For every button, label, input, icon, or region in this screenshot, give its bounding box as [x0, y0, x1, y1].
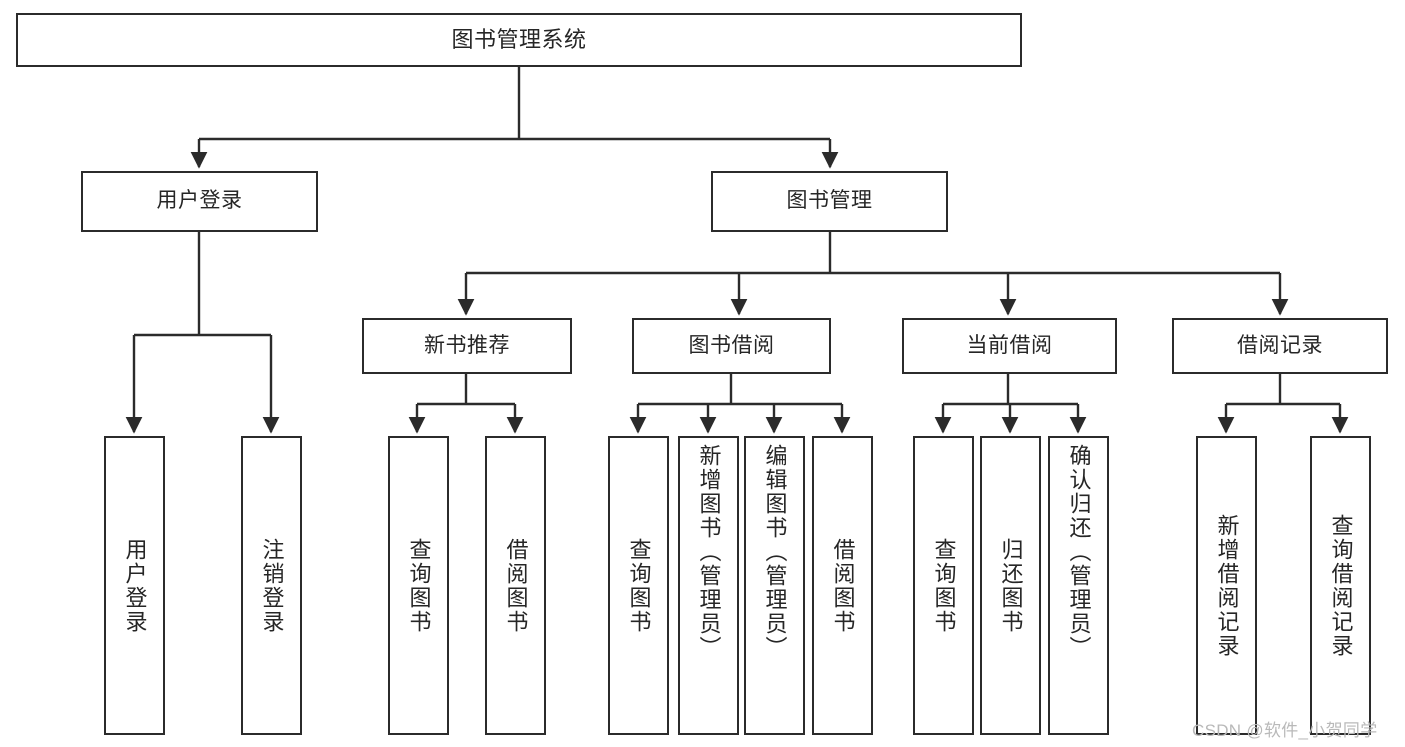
node-user-login[interactable]: 用户登录: [81, 171, 318, 232]
node-current-borrow-label: 当前借阅: [966, 333, 1053, 357]
leaf-borrow-book-2[interactable]: 借阅图书: [812, 436, 873, 735]
leaf-borrow-book-2-label: 借阅图书: [830, 537, 856, 634]
leaf-edit-book-label: 编辑图书（管理员）: [762, 444, 788, 660]
node-new-book-rec[interactable]: 新书推荐: [362, 318, 572, 374]
leaf-logout[interactable]: 注销登录: [241, 436, 302, 735]
leaf-logout-label: 注销登录: [259, 537, 285, 634]
leaf-add-record-label: 新增借阅记录: [1214, 513, 1240, 658]
node-root-label: 图书管理系统: [451, 27, 587, 53]
leaf-query-book-2[interactable]: 查询图书: [608, 436, 669, 735]
node-root[interactable]: 图书管理系统: [16, 13, 1022, 67]
leaf-query-book-1[interactable]: 查询图书: [388, 436, 449, 735]
node-book-manage-label: 图书管理: [786, 189, 873, 213]
node-book-manage[interactable]: 图书管理: [711, 171, 948, 232]
leaf-query-book-3[interactable]: 查询图书: [913, 436, 974, 735]
leaf-edit-book[interactable]: 编辑图书（管理员）: [744, 436, 805, 735]
csdn-watermark: CSDN @软件_小贺同学: [1192, 721, 1378, 740]
leaf-user-login[interactable]: 用户登录: [104, 436, 165, 735]
node-new-book-rec-label: 新书推荐: [424, 333, 510, 357]
leaf-add-record[interactable]: 新增借阅记录: [1196, 436, 1257, 735]
node-user-login-label: 用户登录: [156, 189, 243, 213]
leaf-return-book-label: 归还图书: [998, 537, 1024, 634]
leaf-add-book[interactable]: 新增图书（管理员）: [678, 436, 739, 735]
leaf-borrow-book-1-label: 借阅图书: [503, 537, 529, 634]
leaf-confirm-return[interactable]: 确认归还（管理员）: [1048, 436, 1109, 735]
node-borrow-record[interactable]: 借阅记录: [1172, 318, 1388, 374]
leaf-add-book-label: 新增图书（管理员）: [696, 444, 722, 660]
leaf-query-book-1-label: 查询图书: [406, 537, 432, 634]
leaf-return-book[interactable]: 归还图书: [980, 436, 1041, 735]
leaf-user-login-label: 用户登录: [122, 537, 148, 634]
leaf-query-record[interactable]: 查询借阅记录: [1310, 436, 1371, 735]
leaf-confirm-return-label: 确认归还（管理员）: [1066, 444, 1092, 660]
leaf-query-book-3-label: 查询图书: [931, 537, 957, 634]
node-book-borrow[interactable]: 图书借阅: [632, 318, 831, 374]
node-current-borrow[interactable]: 当前借阅: [902, 318, 1117, 374]
leaf-query-book-2-label: 查询图书: [626, 537, 652, 634]
node-borrow-record-label: 借阅记录: [1237, 333, 1323, 357]
node-book-borrow-label: 图书借阅: [688, 333, 775, 357]
leaf-query-record-label: 查询借阅记录: [1328, 513, 1354, 658]
leaf-borrow-book-1[interactable]: 借阅图书: [485, 436, 546, 735]
